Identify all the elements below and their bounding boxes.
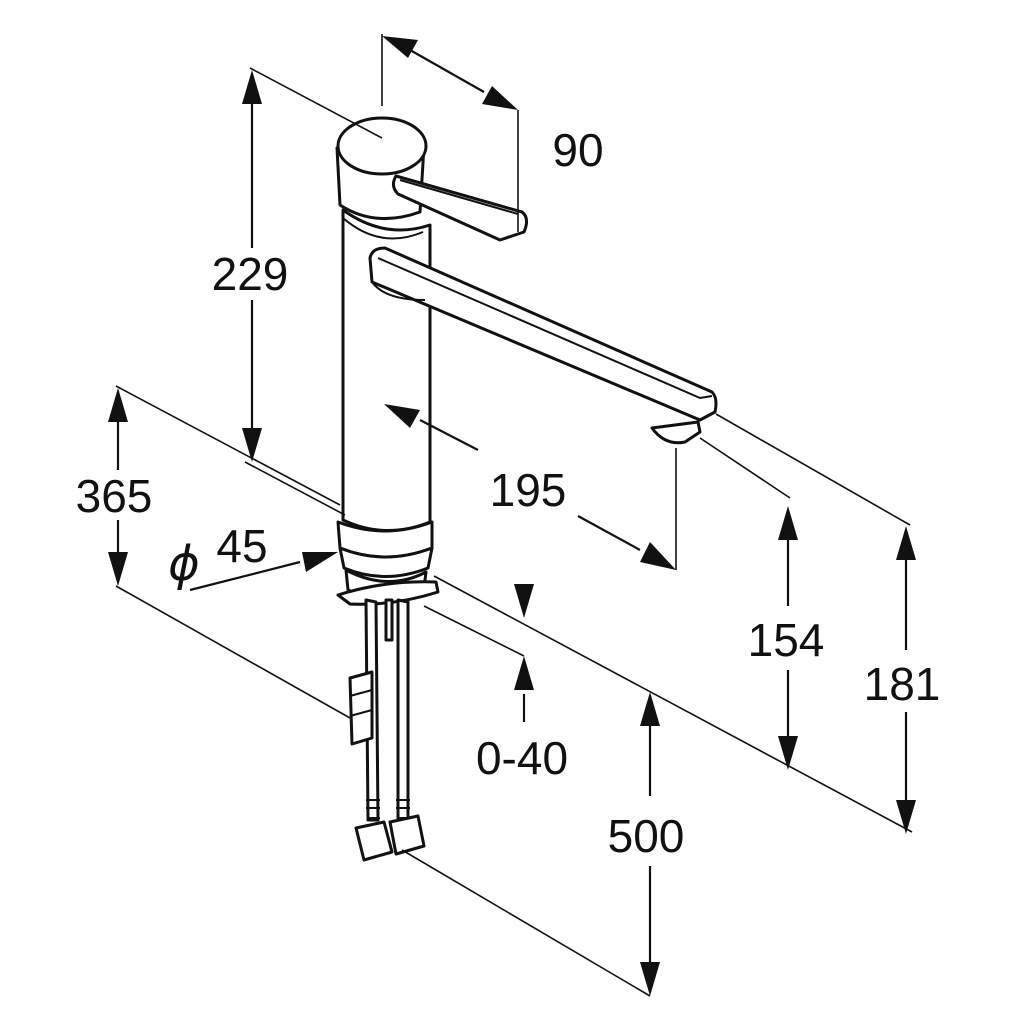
lever-top-edge xyxy=(399,179,519,215)
arrow-500-top xyxy=(640,692,660,726)
faucet-lever xyxy=(391,174,529,242)
clamp-detail xyxy=(349,689,373,717)
hose-right xyxy=(396,598,410,822)
label-365: 365 xyxy=(76,470,153,522)
label-195: 195 xyxy=(490,464,567,516)
arrow-45 xyxy=(302,552,338,572)
label-229: 229 xyxy=(212,248,289,300)
dimension-labels: 229 90 365 ϕ 45 195 0-40 500 154 181 xyxy=(76,124,941,862)
dimension-lines xyxy=(108,36,916,996)
arrow-181-bottom xyxy=(896,800,916,834)
arrow-040-bottom xyxy=(514,656,534,690)
label-90: 90 xyxy=(552,124,603,176)
arrow-90-right xyxy=(482,86,518,110)
arrow-365-bottom xyxy=(108,552,128,586)
faucet-spout xyxy=(368,246,718,422)
label-45: 45 xyxy=(216,520,267,572)
clamp-block xyxy=(348,670,374,746)
base-ring-lower xyxy=(338,546,434,578)
label-500: 500 xyxy=(608,810,685,862)
diameter-symbol: ϕ xyxy=(168,536,200,592)
label-181: 181 xyxy=(864,658,941,710)
hose-fitting-right xyxy=(388,814,426,856)
arrow-229-bottom xyxy=(242,428,262,462)
arrow-181-top xyxy=(896,526,916,560)
extension-lines xyxy=(115,34,913,997)
spout-nozzle xyxy=(650,420,702,445)
arrow-229-top xyxy=(242,70,262,104)
spout-base-curve xyxy=(371,281,426,301)
label-0-40: 0-40 xyxy=(476,732,568,784)
arrow-195-left xyxy=(384,404,420,428)
arrow-90-left xyxy=(382,36,418,58)
hose-fitting-left xyxy=(354,820,394,862)
threaded-rod xyxy=(384,598,394,642)
arrow-154-top xyxy=(778,506,798,540)
arrow-365-top xyxy=(108,388,128,422)
spout-top-face xyxy=(377,257,713,400)
head-top xyxy=(336,116,428,176)
arrow-040-top xyxy=(514,584,534,618)
arrow-500-bottom xyxy=(640,962,660,996)
body-collar xyxy=(342,217,424,240)
faucet xyxy=(335,116,718,862)
arrow-154-bottom xyxy=(778,736,798,770)
hose-collars xyxy=(366,799,410,819)
label-154: 154 xyxy=(748,614,825,666)
arrow-195-right xyxy=(640,542,676,570)
